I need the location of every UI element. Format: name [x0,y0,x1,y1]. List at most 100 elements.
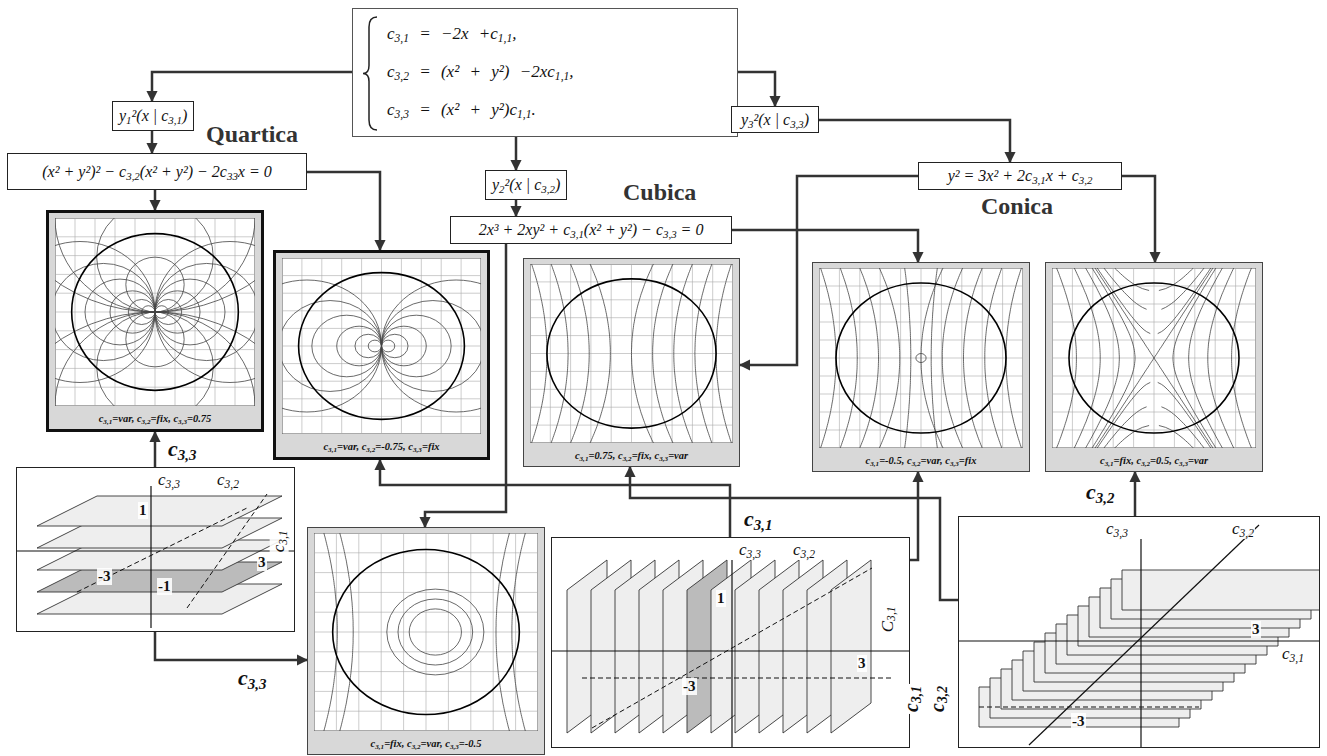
grid-line [1052,412,1256,413]
function-box: y1²(x | c3,1) [112,101,194,131]
level-curve [921,268,945,448]
grid-line [530,425,733,426]
grid-line [1052,394,1256,395]
grid-line [941,268,942,448]
axis-label: c3,3 [157,471,181,490]
subscript: 3,2 [126,169,140,181]
plot-caption: c3,1=0.75, c3,2=fix, c3,3=var [524,450,739,463]
grid-line [1052,376,1256,377]
subscript: 3,3 [413,446,422,454]
subscript: 3,2 [1141,460,1150,468]
connector [155,632,307,660]
grid-line [282,363,481,364]
level-curve [1111,426,1149,449]
level-curve [337,326,382,366]
grid-line [1002,268,1003,448]
grid-line [1174,268,1175,448]
edge-label: c3,2 [1084,480,1116,504]
axis-label: c3,2 [792,541,816,560]
level-curve [530,264,547,443]
level-curve [1095,382,1151,448]
level-curve [1069,283,1239,433]
level-curve [382,340,395,352]
grid-line [314,632,538,633]
subscript: 3,2 [1096,490,1115,506]
level-curve [282,301,382,392]
level-curve [312,315,382,377]
plot-panel: c3,1=var, c3,2=fix, c3,3=0.75 [46,210,264,432]
level-curve [1158,268,1214,334]
level-curve [1055,268,1076,448]
level-curve [550,264,569,443]
connector [307,172,380,250]
grid-line [982,268,983,448]
subscript: 3,3 [1179,460,1188,468]
subscript: 3,2 [142,418,151,426]
level-curve [496,533,511,731]
subscript: 3,2 [1079,174,1093,186]
connector [515,137,518,170]
subscript: 3,1 [1105,460,1114,468]
grid-line [55,368,255,369]
level-curve [916,354,926,363]
equation-box: y² = 3x² + 2c3,1x + c3,2Conica [918,162,1122,190]
level-curve [333,550,520,715]
subscript: 3,2 [412,743,421,751]
level-curve [339,533,354,731]
level-curve [126,257,184,312]
level-curve [716,264,733,443]
subscript: 3,1 [375,743,384,751]
axis-number: -1 [157,578,172,595]
grid-line [1235,268,1236,448]
axis-number: -3 [97,568,112,585]
level-curve [368,340,381,352]
level-curve [1158,382,1214,448]
grid-line [282,398,481,399]
level-curve [382,301,482,392]
equation-line: c3,2 = (x² + y²) −2xc1,1, [387,53,725,91]
axis-number: 3 [257,554,267,571]
subscript: 3,1 [1290,652,1304,665]
level-curve [355,334,382,357]
grid-line [819,412,1023,413]
plot-area [314,533,538,731]
equation-system-box: c3,1 = −2x +c1,1,c3,2 = (x² + y²) −2xc1,… [352,8,738,137]
connector [154,190,157,210]
subscript: 3,3 [790,117,804,129]
equation-line: c3,1 = −2x +c1,1, [387,15,725,53]
level-curve [1111,268,1149,291]
plot-illustration [282,258,481,434]
plot-illustration [314,533,538,731]
subscript: 1 [126,114,131,126]
grid-line [461,258,462,434]
level-curve [126,312,184,367]
equation-text: (x² + y²)² − c3,2(x² + y²) − 2c33x = 0 [42,163,271,181]
axis-number: 3 [1251,621,1261,638]
level-curve [398,599,473,665]
subscript: 3 [748,117,753,129]
level-curve [878,268,900,448]
level-curve [653,264,675,443]
grid-line [235,218,236,406]
function-box: y3²(x | c3,3) [731,106,819,133]
subscript: 3,3 [166,478,180,491]
subscript: 3,1 [103,418,112,426]
connector [1122,176,1155,262]
plot-illustration [819,268,1023,448]
subscript: 3,2 [225,478,239,491]
level-curve [1093,268,1216,448]
edge-label: c3,3 [166,437,198,461]
level-curve [55,312,255,406]
axis-line [187,494,267,608]
grid-line [55,387,255,388]
axis-number: 3 [857,655,867,672]
subscript: 3,1 [909,686,924,703]
grid-line [470,533,471,731]
level-curve [1101,407,1147,448]
grid-line [493,533,494,731]
subscript: 3,1 [277,530,290,544]
subscript: 3,2 [1240,527,1254,540]
subscript: 3,3 [663,228,677,240]
plot-caption: c3,1=-0.5, c3,2=var, c3,3=fix [813,455,1029,468]
